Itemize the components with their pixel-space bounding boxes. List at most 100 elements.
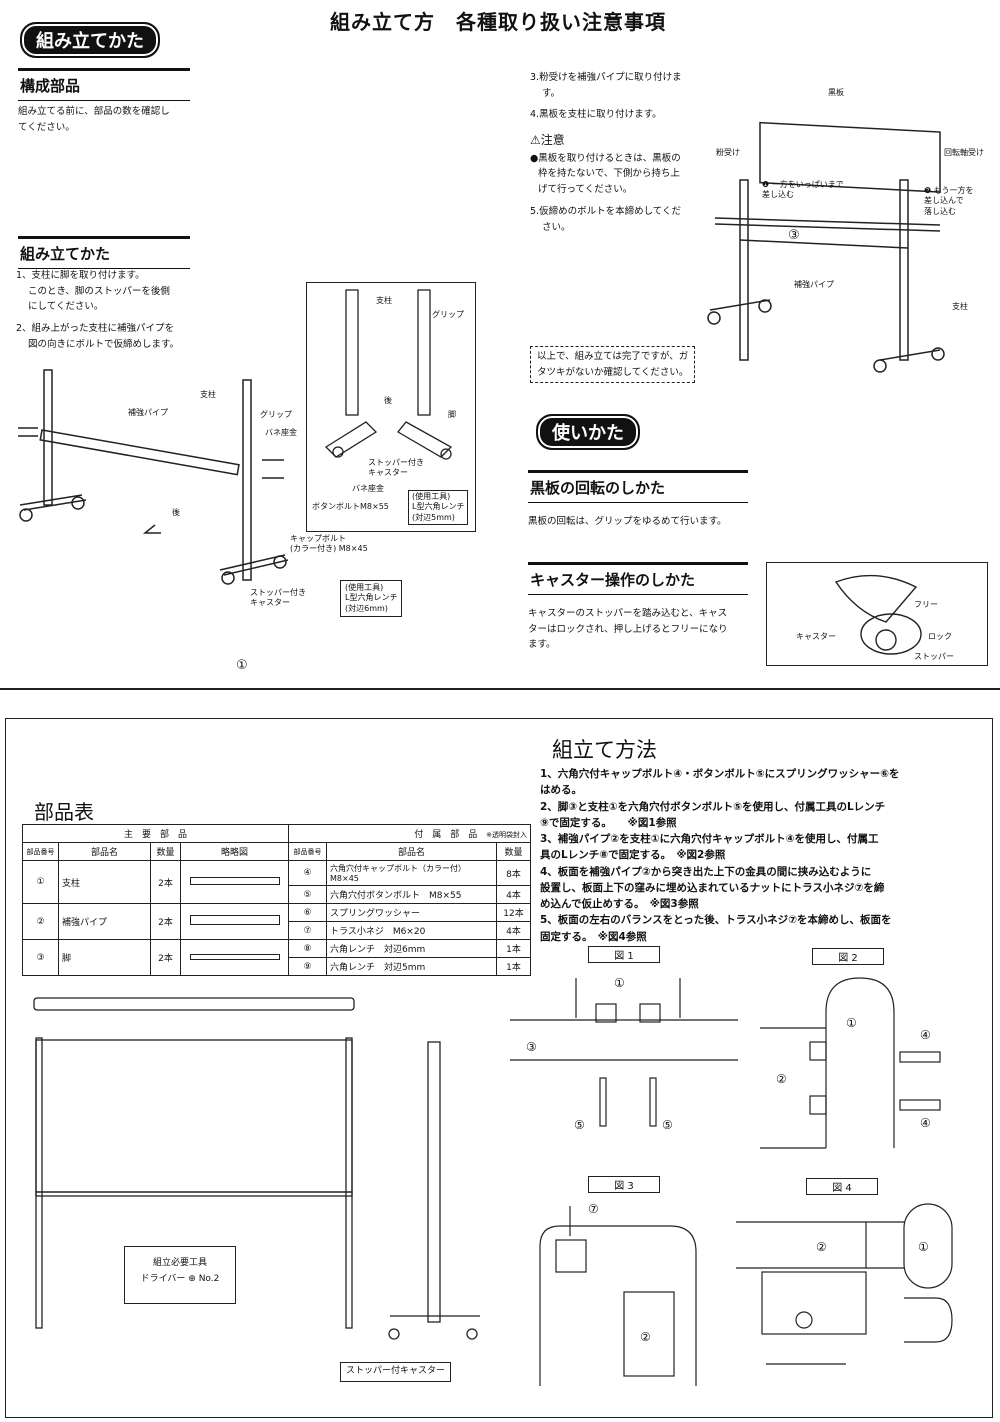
table-row-qty: 2本 bbox=[150, 860, 181, 904]
label-ushiro: 後 bbox=[172, 508, 180, 517]
tool-line: L型六角レンチ bbox=[345, 593, 398, 603]
fig2-label: 図 2 bbox=[812, 948, 884, 965]
caution-line: ●黒板を取り付けるときは、黒板の bbox=[530, 152, 681, 164]
assembly-heading-text: 組み立てかた bbox=[20, 245, 111, 263]
method-line: 1、六角穴付キャップボルト④・ボタンボルト⑤にスプリングワッシャー⑥を bbox=[540, 768, 900, 780]
inset-stopper: ストッパー付き キャスター bbox=[368, 458, 424, 479]
method-line: 固定する。 ※図4参照 bbox=[540, 930, 647, 943]
fig4-n1: ① bbox=[918, 1240, 929, 1254]
fig1-n5b: ⑤ bbox=[662, 1118, 673, 1132]
method-line: 5、板面の左右のバランスをとった後、トラス小ネジ⑦を本締めし、板面を bbox=[540, 914, 892, 927]
fig1-n3: ③ bbox=[526, 1040, 537, 1054]
table-row-no: ⑨ bbox=[288, 957, 327, 976]
tool-box-left: (使用工具) L型六角レンチ (対辺6mm) bbox=[340, 580, 403, 618]
table-row-qty: 1本 bbox=[496, 939, 531, 958]
main-parts-header: 主 要 部 品 bbox=[22, 824, 289, 843]
parts-text-line: 組み立てる前に、部品の数を確認し bbox=[18, 106, 170, 117]
c-caster: キャスター bbox=[796, 632, 836, 641]
label-line: キャップボルト bbox=[290, 534, 346, 543]
parts-heading-text: 構成部品 bbox=[20, 77, 81, 95]
caster-line: ターはロックされ、押し上げるとフリーになり bbox=[528, 623, 728, 635]
label-hokyo: 補強パイプ bbox=[128, 408, 168, 417]
fig4-label: 図 4 bbox=[806, 1178, 878, 1195]
stand-assembly-drawing bbox=[18, 369, 289, 585]
inset-ushiro: 後 bbox=[384, 396, 392, 405]
label-bane: バネ座金 bbox=[265, 428, 297, 437]
col-qty-acc: 数量 bbox=[496, 842, 531, 861]
fig2-n2: ② bbox=[776, 1072, 787, 1086]
method-title: 組立て方法 bbox=[552, 738, 657, 762]
inset-bane: バネ座金 bbox=[352, 484, 384, 493]
inset-drawing bbox=[324, 289, 453, 460]
c-lock: ロック bbox=[928, 632, 952, 641]
fig4-drawing bbox=[736, 1203, 953, 1365]
fig1-drawing bbox=[510, 978, 738, 1127]
method-line: はめる。 bbox=[540, 784, 582, 797]
parts-table: 主 要 部 品 付 属 部 品 ※透明袋封入 部品番号 部品名 数量 略略図 部… bbox=[22, 824, 531, 976]
method-line: め込んで仮止めする。 ※図3参照 bbox=[540, 898, 699, 911]
step-line: す。 bbox=[542, 87, 561, 99]
caster-line: キャスターのストッパーを踏み込むと、キャス bbox=[528, 608, 728, 619]
table-row-name: 脚 bbox=[58, 939, 151, 976]
label-line: キャスター bbox=[250, 598, 290, 608]
fig1-label: 図 1 bbox=[588, 946, 660, 963]
fig3-n2: ② bbox=[640, 1330, 651, 1344]
r-note2: ❷ もう一方を 差し込んで 落し込む bbox=[924, 186, 973, 217]
method-line: 3、補強パイプ②を支柱①に六角穴付キャップボルト④を使用し、付属工 bbox=[540, 833, 879, 846]
step-line: 1、支柱に脚を取り付けます。 bbox=[16, 270, 145, 281]
method-line: 4、板面を補強パイプ②から突き出た上下の金具の間に挟み込むように bbox=[540, 865, 872, 878]
tool-line: (使用工具) bbox=[412, 492, 451, 501]
parts-table-title: 部品表 bbox=[34, 800, 94, 824]
rotate-heading-text: 黒板の回転のしかた bbox=[530, 479, 666, 497]
r-num3: ③ bbox=[788, 228, 800, 243]
step-line: にしてください。 bbox=[28, 301, 104, 313]
table-row-no: ⑤ bbox=[288, 885, 327, 904]
col-no: 部品番号 bbox=[22, 842, 59, 861]
done-note: 以上で、組み立ては完了ですが、ガ タツキがないか確認してください。 bbox=[530, 346, 696, 384]
table-row-name: 六角レンチ 対辺6mm bbox=[326, 939, 497, 958]
page-divider bbox=[0, 688, 1000, 690]
step-line: 4.黒板を支柱に取り付けます。 bbox=[530, 109, 662, 121]
table-row-name: 六角穴付キャップボルト（カラー付）M8×45 bbox=[326, 860, 497, 886]
tool-line: (対辺5mm) bbox=[412, 512, 455, 522]
caster-detail-box bbox=[766, 562, 988, 666]
label-line: ストッパー付き bbox=[250, 588, 306, 597]
done-line: 以上で、組み立ては完了ですが、ガ bbox=[537, 351, 689, 362]
right-steps: 3.粉受けを補強パイプに取り付けま す。 4.黒板を支柱に取り付けます。 ⚠注意… bbox=[530, 70, 682, 235]
inset-line: キャスター bbox=[368, 468, 408, 478]
caution-line: 枠を持たないで、下側から持ち上 bbox=[538, 168, 680, 180]
caution-title: ⚠注意 bbox=[530, 133, 565, 148]
blackboard-drawing bbox=[707, 121, 945, 373]
label-shichu: 支柱 bbox=[200, 390, 216, 399]
acc-note: ※透明袋封入 bbox=[486, 831, 527, 839]
method-line: ⑨で固定する。 ※図1参照 bbox=[540, 816, 677, 829]
table-row-no: ⑧ bbox=[288, 939, 327, 958]
table-row-qty: 4本 bbox=[496, 921, 531, 940]
inset-leg-detail bbox=[306, 282, 476, 532]
table-row-qty: 1本 bbox=[496, 957, 531, 976]
fig1-n5a: ⑤ bbox=[574, 1118, 585, 1132]
note-line: 差し込んで bbox=[924, 196, 964, 206]
table-row-no: ③ bbox=[22, 939, 59, 976]
r-kaiten: 回転軸受け bbox=[944, 148, 984, 157]
method-line: 設置し、板面上下の窪みに埋め込まれているナットにトラス小ネジ⑦を締 bbox=[540, 881, 885, 894]
r-shichu: 支柱 bbox=[952, 302, 968, 311]
assembly-pill: 組み立てかた bbox=[20, 22, 160, 58]
acc-header-label: 付 属 部 品 bbox=[414, 830, 478, 840]
tools-line: ドライバー ⊕ No.2 bbox=[140, 1274, 220, 1285]
tool-line: L型六角レンチ bbox=[412, 502, 465, 512]
col-fig: 略略図 bbox=[180, 842, 289, 861]
fig2-n4b: ④ bbox=[920, 1116, 931, 1130]
assembly-heading: 組み立てかた bbox=[18, 236, 190, 269]
label-cap-bolt: キャップボルト (カラー付き) M8×45 bbox=[290, 534, 368, 555]
tool-line: (対辺6mm) bbox=[345, 603, 388, 613]
col-qty: 数量 bbox=[150, 842, 181, 861]
fig2-n1: ① bbox=[846, 1016, 857, 1030]
caster-text: キャスターのストッパーを踏み込むと、キャス ターはロックされ、押し上げるとフリー… bbox=[528, 606, 728, 653]
label-grip: グリップ bbox=[260, 410, 292, 419]
acc-parts-header: 付 属 部 品 ※透明袋封入 bbox=[288, 824, 531, 843]
table-row-no: ② bbox=[22, 903, 59, 940]
r-konauke: 粉受け bbox=[716, 148, 740, 157]
fig2-n4a: ④ bbox=[920, 1028, 931, 1042]
board-assembly-drawing bbox=[33, 997, 480, 1340]
